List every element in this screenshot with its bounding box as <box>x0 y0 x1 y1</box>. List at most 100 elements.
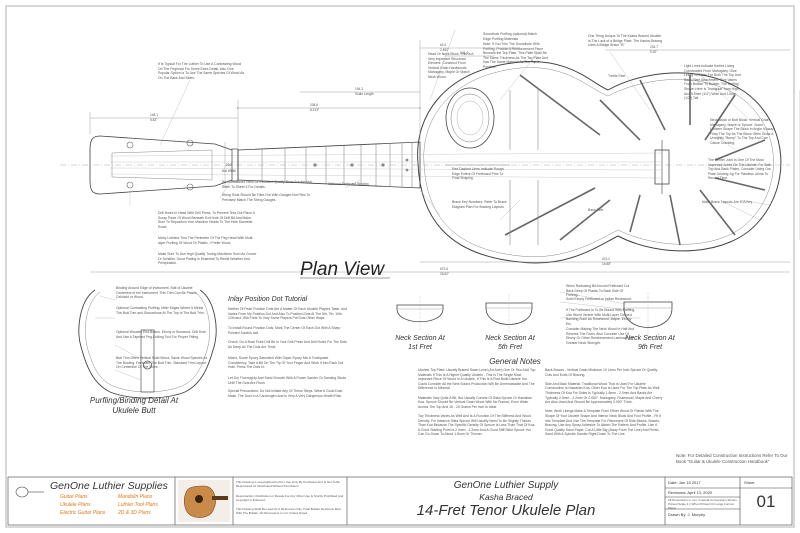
kasha-braces <box>504 74 766 246</box>
svg-text:673.6: 673.6 <box>440 267 448 271</box>
company-name: GenOne Luthier Supply <box>453 480 559 491</box>
note-drill-holes: Drill Holes In Head With Drill Press, To… <box>158 211 255 229</box>
butt-trim <box>140 329 155 393</box>
plan-title: 14-Fret Tenor Ukulele Plan <box>416 502 596 519</box>
svg-text:8.213": 8.213" <box>310 108 319 112</box>
neck-sections <box>396 291 673 338</box>
note-brace-layouts: Note: Brace Layouts Are In A Key <box>702 200 753 204</box>
logo-item-ukulele: Ukulele Plans <box>60 502 91 508</box>
note-soundhole-trim: Note: If You Trim The Soundhole With Pur… <box>483 42 549 69</box>
end-button <box>143 360 152 370</box>
footer-handbook-note: Note: For Detailed Construction Instruct… <box>676 453 788 464</box>
purfling-detail-title: Purfling/Binding Detail At Ukulele Butt <box>89 396 179 415</box>
tuner-holes <box>126 139 194 191</box>
general-notes-col-1: Ukulele Top Plate: Usually Braced Sawn L… <box>418 368 536 437</box>
sheet-number: 01 <box>756 492 776 511</box>
date-field: Date: Jan 15 2017 <box>668 480 701 485</box>
logo-item-2d3d: 2D & 3D Plans <box>118 510 151 516</box>
legal-1: This Drawing is Copyrighted And For Use … <box>236 480 340 488</box>
fret-note-ebony: Solid Ebony Fretboard or Indian Rosewood… <box>566 297 632 301</box>
neck-section-5-title: Neck Section At 5th Fret <box>485 335 535 351</box>
note-lining: Light Lines Indicate Kerfed Lining Const… <box>684 64 741 101</box>
note-nut: Be Conditioned Neck Or Excellent Quality… <box>222 180 313 189</box>
svg-text:26.52": 26.52" <box>440 272 449 276</box>
ukulele-plan-view: 208.6 8.213" 148.1 5.83" 194.3 Scale Len… <box>60 29 800 276</box>
inlay-step-5: Let Dry Thoroughly And Sand Smooth With … <box>228 376 347 385</box>
plan-view-title: Plan View <box>300 259 385 280</box>
inlay-step-4: Mixed, Some Epoxy Saturated With Super E… <box>228 356 344 370</box>
headstock-slot <box>111 149 213 181</box>
note-luthiers: Many Luthiers Trim The Perimeter Of The … <box>158 236 254 245</box>
svg-text:421.2: 421.2 <box>602 257 610 261</box>
purfling-note-contrast: Optional Contrasting Purfling: Miter Edg… <box>116 306 205 315</box>
nut <box>231 148 239 182</box>
plan-subtitle: Kasha Braced <box>479 492 533 502</box>
fret-note-neck: Consider Making The Neck Wood In Half An… <box>566 327 635 345</box>
note-red-lines: Red Dashed Lines Indicate Rough Edge Ext… <box>452 167 504 181</box>
note-center-joint: The Center Joint Is One Of The Most Impo… <box>708 158 772 181</box>
purfling-detail-drawing <box>78 289 217 399</box>
svg-text:29.6: 29.6 <box>226 163 232 167</box>
logo-item-electric: Electric Guitar Plans <box>60 510 106 516</box>
neck-section-1st-fret <box>396 296 444 330</box>
note-string-slots: String Slots Should Be Filed Out With Ga… <box>222 193 311 202</box>
note-fretboard-binding: Optional Fretboard Binding <box>328 182 369 186</box>
logo-item-tools: Luthier Tool Plans <box>118 502 158 508</box>
neck-section-9-title: Neck Section At 9th Fret <box>625 335 675 351</box>
legal-2: Reproduction, Distribution or Resale For… <box>236 494 344 502</box>
inlay-step-6: Special Precautions: Do Not Initiate Any… <box>228 389 343 398</box>
label-bass-side: Bass Side <box>588 208 604 212</box>
headstock <box>89 135 233 195</box>
note-soundhole-purfling: Soundhole Purfling (optional) Match Edge… <box>483 32 537 41</box>
note-neck-block: Neck Block or Butt Block: Vertical Grain… <box>710 118 774 145</box>
inlay-step-2: To Install Round Position Dots, Mark The… <box>228 326 341 335</box>
logo-item-guitar: Guitar Plans <box>60 494 88 500</box>
legal-3: This Drawing Shall Be Used As A Referenc… <box>236 507 341 515</box>
logo-item-mandolin: Mandolin Plans <box>118 494 153 500</box>
extra-note: All Dimensions in mm. Imperial Conversio… <box>668 498 738 510</box>
general-notes-col-2: Back Braces - Vertical Grain Minimum 10 … <box>545 368 663 437</box>
neck-section-5th-fret <box>485 294 533 334</box>
frets <box>261 143 413 187</box>
inlay-tutorial-title: Inlay Position Dot Tutorial <box>228 296 308 303</box>
inlay-step-3: Check, Do A Brad Point Drill Bit In Your… <box>228 340 347 349</box>
sheet-border <box>5 5 795 528</box>
logo-company-name: GenOne Luthier Supplies <box>50 480 168 492</box>
label-treble-side: Treble Side <box>608 74 626 78</box>
fret-note-bound: If The Fretboard Is To Be Bound With Pur… <box>566 308 636 326</box>
inlay-step-1: Neither Of Pearl Position Dots Are A Mat… <box>228 307 348 321</box>
svg-text:194.3: 194.3 <box>355 87 363 91</box>
logo-ukulele-icon <box>15 486 44 498</box>
sheet-label: Sheet <box>744 480 755 485</box>
designer-field: Drawn By: J. Murphy <box>668 512 706 517</box>
svg-text:Nut Width: Nut Width <box>222 169 236 173</box>
svg-text:5.83": 5.83" <box>150 118 157 122</box>
soundhole-rosette <box>450 93 490 143</box>
svg-text:233.7: 233.7 <box>650 45 658 49</box>
title-block-frame <box>7 476 793 526</box>
svg-text:Scale Length: Scale Length <box>355 92 374 96</box>
purfling-note-binding: Binding Around Edge of Instrument. Butt … <box>116 286 198 300</box>
svg-text:2.460": 2.460" <box>440 48 449 52</box>
svg-text:148.1: 148.1 <box>150 113 158 117</box>
note-tuners: Make Sure To Use High Quality Tuning Mac… <box>158 252 257 266</box>
fret-note-radius: When Radiusing Bit Around Fretboard Cut … <box>566 284 630 298</box>
soundhole <box>445 87 495 149</box>
purfling-note-butttrim: Butt Trim Often Vertical Solid Wood, Sam… <box>116 356 208 370</box>
dim-208: 208.6 <box>310 103 318 107</box>
note-brace-keys: Brace Key Numbers, Refer To Brace Diagra… <box>452 200 507 209</box>
purfling-note-endbutton: Optional Wooden End Button. Ebony or Box… <box>116 330 206 339</box>
position-dots <box>313 158 409 172</box>
kerfed-lining <box>423 67 774 257</box>
general-notes-title: General Notes <box>489 357 541 366</box>
svg-text:62.5: 62.5 <box>440 43 446 47</box>
svg-text:9.20": 9.20" <box>650 50 657 54</box>
note-peghead: It Is Typical For The Luthier To Use A C… <box>158 62 245 80</box>
svg-text:16.58": 16.58" <box>602 262 611 266</box>
neck-section-9th-fret <box>623 292 673 338</box>
note-head-block: Head Or Neck Block. This Is A Very Impor… <box>428 52 474 79</box>
revision-field: Revisions: April 13, 2020 <box>668 490 713 495</box>
neck-section-1-title: Neck Section At 1st Fret <box>395 335 445 351</box>
logo-guitar-image <box>178 480 230 522</box>
